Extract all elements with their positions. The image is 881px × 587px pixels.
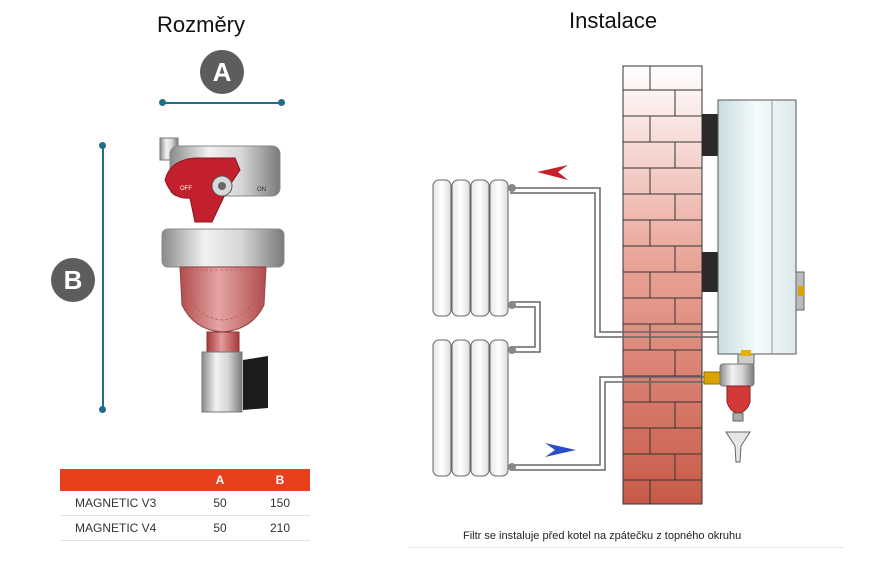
dimension-b-badge: B	[51, 258, 95, 302]
drain-funnel-icon	[725, 431, 751, 463]
return-flow-arrow	[545, 443, 576, 457]
radiator-upper	[432, 179, 516, 317]
installation-caption: Filtr se instaluje před kotel na zpátečk…	[463, 530, 742, 542]
table-row: MAGNETIC V4 50 210	[60, 515, 310, 541]
installation-title: Instalace	[569, 8, 658, 33]
magnetic-filter-illustration: OFF ON	[159, 137, 285, 413]
model-name: MAGNETIC V4	[60, 515, 190, 541]
caption-divider	[408, 547, 844, 548]
table-row: MAGNETIC V3 50 150	[60, 491, 310, 516]
header-model	[60, 469, 190, 491]
dimension-a-value: 50	[190, 515, 250, 541]
dimension-a-badge: A	[200, 50, 244, 94]
dimension-a-line	[164, 102, 282, 104]
dimensions-title: Rozměry	[157, 12, 246, 37]
dimension-b-line	[102, 146, 104, 410]
dimension-b-value: 150	[250, 491, 310, 516]
table-header-row: A B	[60, 469, 310, 491]
specification-table: A B MAGNETIC V3 50 150 MAGNETIC V4 50 21…	[60, 469, 310, 541]
installed-filter	[703, 363, 755, 422]
dimension-a-start-dot	[159, 99, 166, 106]
valve-off-label: OFF	[180, 186, 192, 192]
header-a: A	[190, 469, 250, 491]
wall-boiler	[702, 99, 805, 365]
radiator-lower	[432, 339, 516, 477]
dimension-b-value: 210	[250, 515, 310, 541]
dimension-b-end-dot	[99, 406, 106, 413]
header-b: B	[250, 469, 310, 491]
dimension-a-value: 50	[190, 491, 250, 516]
supply-flow-arrow	[537, 165, 568, 180]
dimension-a-end-dot	[278, 99, 285, 106]
heating-pipes	[510, 187, 718, 471]
dimension-b-start-dot	[99, 142, 106, 149]
brick-wall	[622, 65, 703, 505]
valve-on-label: ON	[257, 187, 266, 193]
model-name: MAGNETIC V3	[60, 491, 190, 516]
